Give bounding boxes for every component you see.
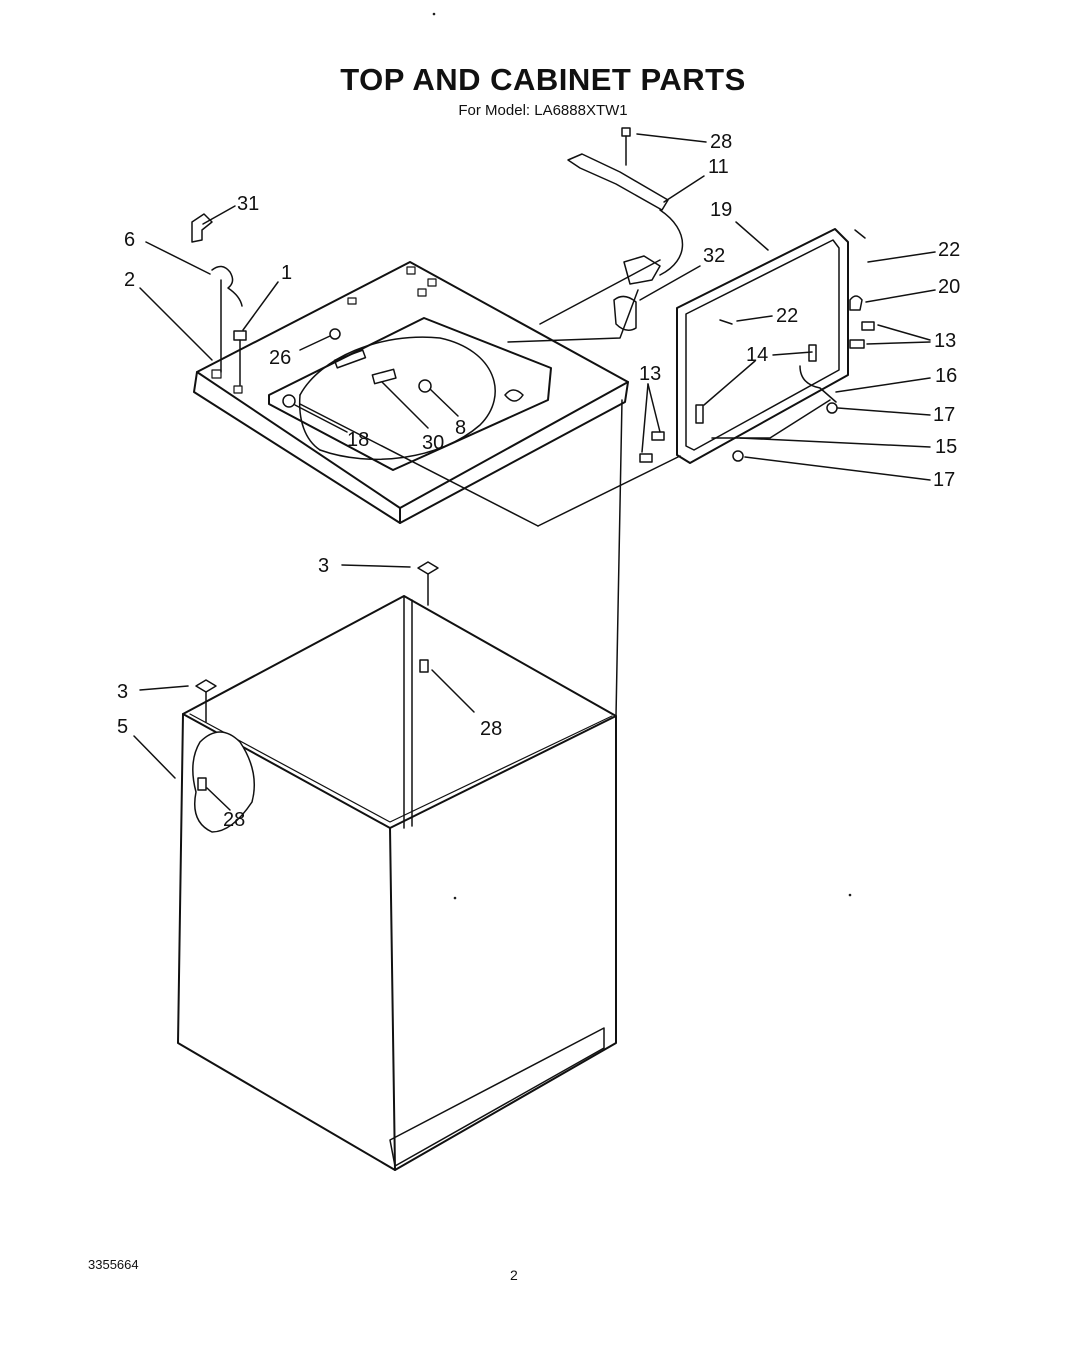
- callout-8: 8: [455, 417, 467, 439]
- lid-bumper-part-32: [613, 295, 637, 331]
- fastener-part-1: [233, 330, 247, 386]
- lid-switch-harness: [567, 127, 684, 285]
- lid-frame: [639, 228, 875, 464]
- washer-cabinet: [177, 399, 623, 1171]
- callout-18: 18: [347, 429, 370, 451]
- callout-32: 32: [703, 245, 726, 267]
- callout-26: 26: [269, 347, 292, 369]
- callout-13-right: 13: [934, 330, 957, 352]
- callout-1: 1: [281, 262, 293, 284]
- callout-5: 5: [117, 716, 129, 738]
- page-number: 2: [510, 1267, 518, 1283]
- callout-22-right: 22: [938, 239, 961, 261]
- cabinet-clip-parts-3: [195, 561, 439, 723]
- part-number: 3355664: [88, 1257, 139, 1272]
- callout-28-top: 28: [710, 131, 733, 153]
- callout-3-left: 3: [117, 681, 129, 703]
- callout-22-inner: 22: [776, 305, 799, 327]
- callout-6: 6: [124, 229, 136, 251]
- callout-28-panel: 28: [223, 809, 246, 831]
- callout-19: 19: [710, 199, 733, 221]
- callout-11: 11: [708, 156, 729, 178]
- callout-15: 15: [935, 436, 958, 458]
- callout-20: 20: [938, 276, 961, 298]
- page-title: TOP AND CABINET PARTS: [340, 62, 746, 97]
- callout-28-mid: 28: [480, 718, 503, 740]
- callout-30: 30: [422, 432, 445, 454]
- washer-top-panel: [193, 261, 629, 524]
- scan-specks: [432, 12, 852, 900]
- hinge-part-6: [211, 265, 243, 373]
- clip-part-31: [191, 213, 213, 243]
- callout-2: 2: [124, 269, 136, 291]
- callout-31: 31: [237, 193, 260, 215]
- callout-leader-lines: [133, 133, 936, 811]
- callout-17-top: 17: [933, 404, 956, 426]
- callout-14: 14: [746, 344, 769, 366]
- callout-16: 16: [935, 365, 958, 387]
- model-subtitle: For Model: LA6888XTW1: [458, 102, 628, 119]
- callout-3-right: 3: [318, 555, 330, 577]
- callout-13-left: 13: [639, 363, 662, 385]
- callout-17-bottom: 17: [933, 469, 956, 491]
